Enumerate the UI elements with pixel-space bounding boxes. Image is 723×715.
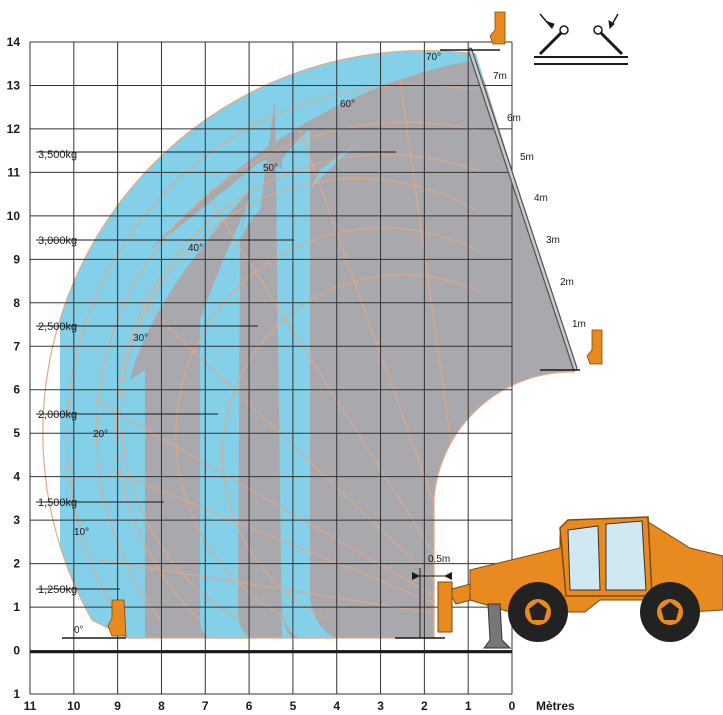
y-tick: 11 (7, 165, 20, 179)
y-tick: 1 (13, 687, 20, 701)
x-tick: 7 (202, 699, 209, 713)
angle-50: 50° (263, 163, 278, 174)
angle-70: 70° (426, 52, 441, 63)
y-tick: 12 (7, 122, 21, 136)
x-tick: 11 (24, 699, 37, 713)
load-label-1500: 1,500kg (38, 497, 77, 509)
x-tick: 3 (377, 699, 384, 713)
load-label-2000: 2,000kg (38, 409, 77, 421)
y-tick: 0 (13, 644, 20, 658)
boom-extended: 1m 2m 3m 4m 5m 6m 7m (440, 47, 586, 371)
ext-1m: 1m (572, 319, 586, 330)
blue-band-inner-2 (282, 130, 350, 639)
ext-4m: 4m (534, 193, 548, 204)
x-tick: 5 (290, 699, 297, 713)
angle-10: 10° (74, 527, 89, 538)
x-tick: 4 (333, 699, 340, 713)
load-label-3500: 3,500kg (38, 149, 77, 161)
y-tick: 4 (13, 470, 20, 484)
load-label-2500: 2,500kg (38, 321, 77, 333)
ext-3m: 3m (546, 235, 560, 246)
x-tick: 10 (67, 699, 81, 713)
angle-60: 60° (340, 99, 355, 110)
y-tick: 13 (7, 78, 21, 92)
zone-3000kg (150, 60, 476, 639)
angle-labels: 0° 10° 20° 30° 40° 50° 60° 70° (74, 52, 441, 636)
y-tick: 8 (13, 296, 20, 310)
y-tick: 2 (13, 557, 20, 571)
offset-indicator: 0.5m (412, 554, 452, 638)
load-label-3000: 3,000kg (38, 235, 77, 247)
ext-7m: 7m (493, 71, 507, 82)
y-tick: 6 (13, 383, 20, 397)
y-tick: 14 (7, 35, 21, 49)
load-label-1250: 1,250kg (38, 584, 77, 596)
x-tick: 8 (158, 699, 165, 713)
ext-6m: 6m (507, 113, 521, 124)
fork-top (489, 11, 506, 45)
angle-40: 40° (188, 243, 203, 254)
grid (29, 41, 513, 695)
fork-right (586, 329, 603, 365)
y-tick: 9 (13, 252, 20, 266)
x-tick: 9 (114, 699, 121, 713)
boom-angle-icon (534, 13, 628, 65)
fork-left (107, 599, 127, 637)
x-tick: 6 (246, 699, 253, 713)
angle-0: 0° (74, 625, 84, 636)
x-tick: 0 (509, 699, 516, 713)
load-labels: 3,500kg 3,000kg 2,500kg 2,000kg 1,500kg … (36, 149, 396, 596)
zone-1500kg (145, 320, 220, 639)
x-tick: 1 (465, 699, 472, 713)
ext-2m: 2m (560, 277, 574, 288)
y-tick: 3 (13, 513, 20, 527)
x-tick: 2 (421, 699, 428, 713)
angle-20: 20° (93, 429, 108, 440)
y-tick: 1 (13, 600, 20, 614)
y-tick: 10 (7, 209, 21, 223)
blue-band-inner-1 (200, 212, 262, 639)
telehandler-machine (437, 516, 723, 649)
offset-label: 0.5m (428, 554, 450, 565)
angle-30: 30° (133, 333, 148, 344)
y-tick: 7 (13, 339, 20, 353)
ext-5m: 5m (520, 152, 534, 163)
x-unit-label: Mètres (536, 699, 575, 713)
y-tick: 5 (13, 426, 20, 440)
fork-carriages (107, 11, 603, 637)
zone-2500kg (230, 100, 282, 639)
